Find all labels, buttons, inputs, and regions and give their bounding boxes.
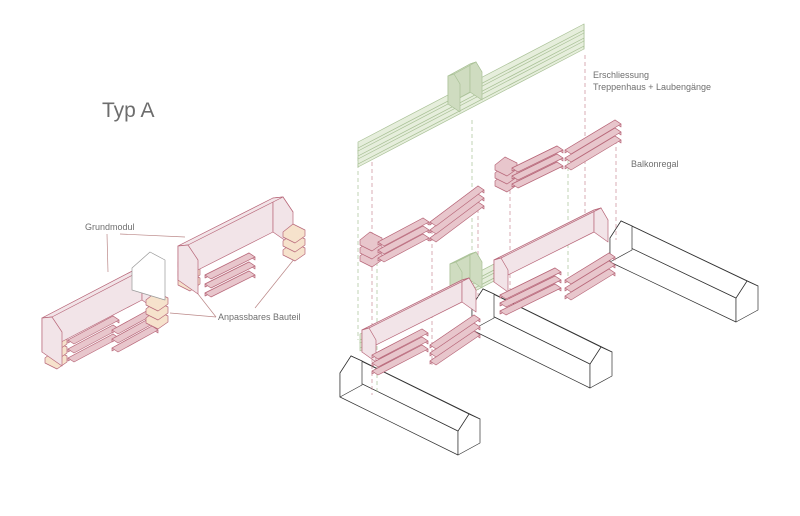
balcony-on-building-1a-2-top bbox=[371, 336, 429, 368]
module-on-building-2-gable bbox=[593, 207, 609, 243]
leader-bauteil-3 bbox=[254, 257, 296, 309]
balcony-on-building-1a-3-top bbox=[371, 344, 429, 376]
leader-bauteil-2 bbox=[197, 293, 217, 318]
balcony-rack-c-2-top bbox=[511, 153, 564, 181]
grundmodul-left-balcony-1-top bbox=[67, 315, 120, 345]
balcony-rack-c-1-top bbox=[511, 145, 564, 173]
balcony-rack-b-2-top bbox=[429, 193, 485, 235]
balcony-rack-b-1-top bbox=[429, 185, 485, 227]
module-on-building-2-gable-end bbox=[493, 257, 509, 293]
grundmodul-left-gable-end bbox=[41, 316, 63, 367]
balcony-rack-d-1-top bbox=[564, 119, 622, 155]
leader-lines bbox=[106, 233, 296, 318]
leader-bauteil-1 bbox=[169, 312, 217, 318]
balcony-on-building-2b-1-top bbox=[564, 252, 616, 285]
balcony-rack-a-2-top bbox=[377, 225, 430, 255]
label-anpassbares-bauteil: Anpassbares Bauteil bbox=[218, 312, 301, 322]
building-3-gable-end bbox=[609, 220, 633, 263]
module-on-building-1-gable-end bbox=[361, 327, 377, 363]
building-1-gable-end bbox=[339, 355, 363, 398]
balcony-on-building-1b-1-top bbox=[429, 314, 481, 350]
access-gallery-upper-2-edge bbox=[357, 37, 585, 160]
stair-tower-lower-gable bbox=[469, 251, 483, 289]
grundmodul-right-balcony-1-top bbox=[204, 252, 256, 280]
label-erschliessung: Erschliessung bbox=[593, 70, 650, 80]
leader-grundmodul-left bbox=[106, 233, 109, 273]
leader-grundmodul-right bbox=[119, 233, 186, 238]
stair-tower-upper-gable bbox=[469, 61, 483, 101]
balcony-on-building-2a-1-top bbox=[499, 267, 562, 300]
building-3-gable bbox=[735, 280, 759, 323]
balcony-rack-c-3-top bbox=[511, 161, 564, 189]
balcony-on-building-2a-3-top bbox=[499, 283, 562, 316]
grundmodul-left-balcony-b-3-top bbox=[111, 325, 159, 353]
adaptable-part-right-1 bbox=[282, 223, 306, 244]
grundmodul-right-balcony-3-top bbox=[204, 270, 256, 298]
label-grundmodul: Grundmodul bbox=[85, 222, 135, 232]
balcony-on-building-2a-2-top bbox=[499, 275, 562, 308]
type-title: Typ A bbox=[102, 99, 155, 122]
balcony-rack-a-1-top bbox=[377, 217, 430, 247]
label-treppenhaus: Treppenhaus + Laubengänge bbox=[593, 82, 712, 92]
stair-core-outline bbox=[131, 251, 166, 301]
stair-tower-upper-gable-end bbox=[447, 73, 461, 113]
building-1-gable bbox=[457, 413, 481, 456]
balcony-on-building-1a-1-top bbox=[371, 328, 429, 360]
label-balkonregal: Balkonregal bbox=[631, 159, 679, 169]
building-2-gable bbox=[589, 346, 613, 389]
grundmodul-right-balcony-2-top bbox=[204, 261, 256, 289]
grundmodul-right-gable-end bbox=[177, 244, 199, 295]
module-on-building-1-gable bbox=[461, 277, 477, 313]
balcony-rack-a-3-top bbox=[377, 233, 430, 263]
